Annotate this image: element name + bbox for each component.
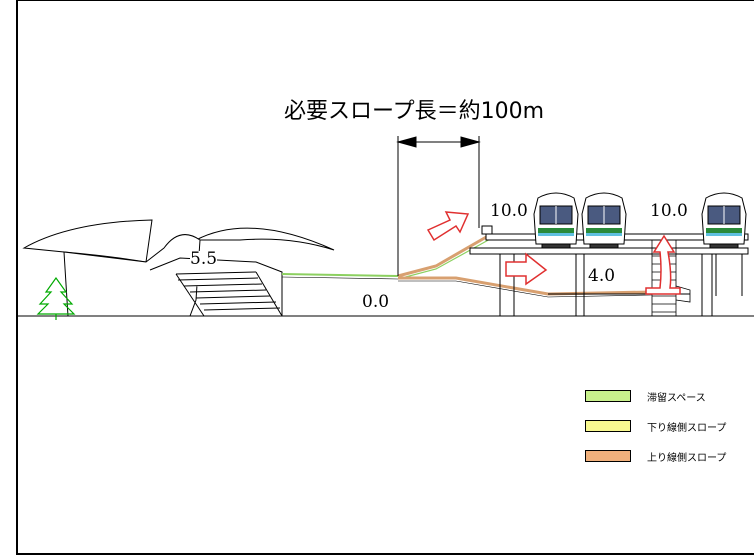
elevation-platform-upper-left: 10.0 [490, 201, 528, 221]
elevation-building: 5.5 [190, 249, 218, 269]
legend-label: 上り線側スロープ [647, 452, 727, 464]
diagram-frame [16, 0, 754, 555]
flow-arrow-up-to-platform [645, 234, 681, 295]
tree-icon [36, 276, 76, 320]
building-roof-left [22, 219, 153, 263]
legend-label: 滞留スペース [647, 392, 706, 404]
elevation-ground: 0.0 [362, 292, 390, 312]
legend-swatch-orange [585, 450, 631, 462]
legend-swatch-green [585, 390, 631, 402]
flow-arrow-upper [426, 211, 470, 242]
building [22, 219, 335, 317]
legend-item-up-line-slope: 上り線側スロープ [585, 449, 727, 464]
legend-swatch-yellow [585, 420, 631, 432]
flow-arrow-lower [505, 252, 548, 286]
train-car-3 [701, 192, 747, 249]
legend-item-down-line-slope: 下り線側スロープ [585, 419, 727, 434]
title-required-slope-length: 必要スロープ長＝約100m [284, 99, 545, 124]
slope-upper [397, 234, 493, 280]
elevation-platform-upper-right: 10.0 [650, 201, 688, 221]
slope-lower [398, 276, 653, 298]
train-car-1 [533, 192, 579, 249]
concourse-walkway [281, 273, 399, 280]
building-stairs [175, 271, 283, 317]
elevation-platform-mid: 4.0 [588, 266, 616, 286]
train-car-2 [581, 192, 627, 249]
building-roof-right [195, 227, 335, 251]
legend-label: 下り線側スロープ [647, 422, 727, 434]
building-body [63, 234, 201, 317]
slope-length-dimension [396, 136, 481, 276]
legend-item-retention-space: 滞留スペース [585, 389, 706, 404]
